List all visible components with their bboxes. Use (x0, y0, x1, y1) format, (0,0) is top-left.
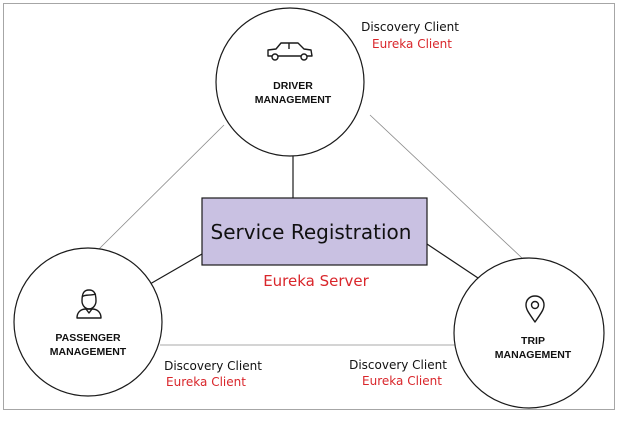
connector-driver-passenger (98, 124, 225, 250)
connector-registry-passenger (149, 253, 203, 285)
passenger-node-title: PASSENGER (55, 332, 121, 344)
passenger-management-node: PASSENGER MANAGEMENT (13, 247, 163, 397)
trip-node-subtitle: MANAGEMENT (495, 349, 572, 361)
connector-registry-trip (426, 243, 482, 281)
diagram-frame (3, 3, 615, 410)
connector-driver-trip (369, 114, 523, 259)
trip-node-circle (453, 257, 605, 409)
passenger-eureka-client-label: Eureka Client (166, 375, 246, 389)
passenger-node-subtitle: MANAGEMENT (50, 346, 127, 358)
passenger-node-circle (13, 247, 163, 397)
service-registry-label: Service Registration (211, 220, 412, 244)
eureka-server-label: Eureka Server (263, 272, 369, 290)
driver-eureka-client-label: Eureka Client (372, 37, 452, 51)
location-pin-icon (525, 295, 545, 323)
trip-discovery-client-label: Discovery Client (349, 358, 447, 372)
driver-node-subtitle: MANAGEMENT (255, 94, 332, 106)
driver-node-circle (215, 7, 365, 157)
trip-eureka-client-label: Eureka Client (362, 374, 442, 388)
trip-management-node: TRIP MANAGEMENT (453, 257, 605, 409)
driver-node-title: DRIVER (273, 80, 313, 92)
car-icon (267, 42, 313, 61)
person-icon (76, 289, 102, 319)
trip-node-title: TRIP (521, 335, 545, 347)
passenger-discovery-client-label: Discovery Client (164, 359, 262, 373)
driver-discovery-client-label: Discovery Client (361, 20, 459, 34)
service-registry-box (201, 197, 428, 266)
driver-management-node: DRIVER MANAGEMENT (215, 7, 365, 157)
